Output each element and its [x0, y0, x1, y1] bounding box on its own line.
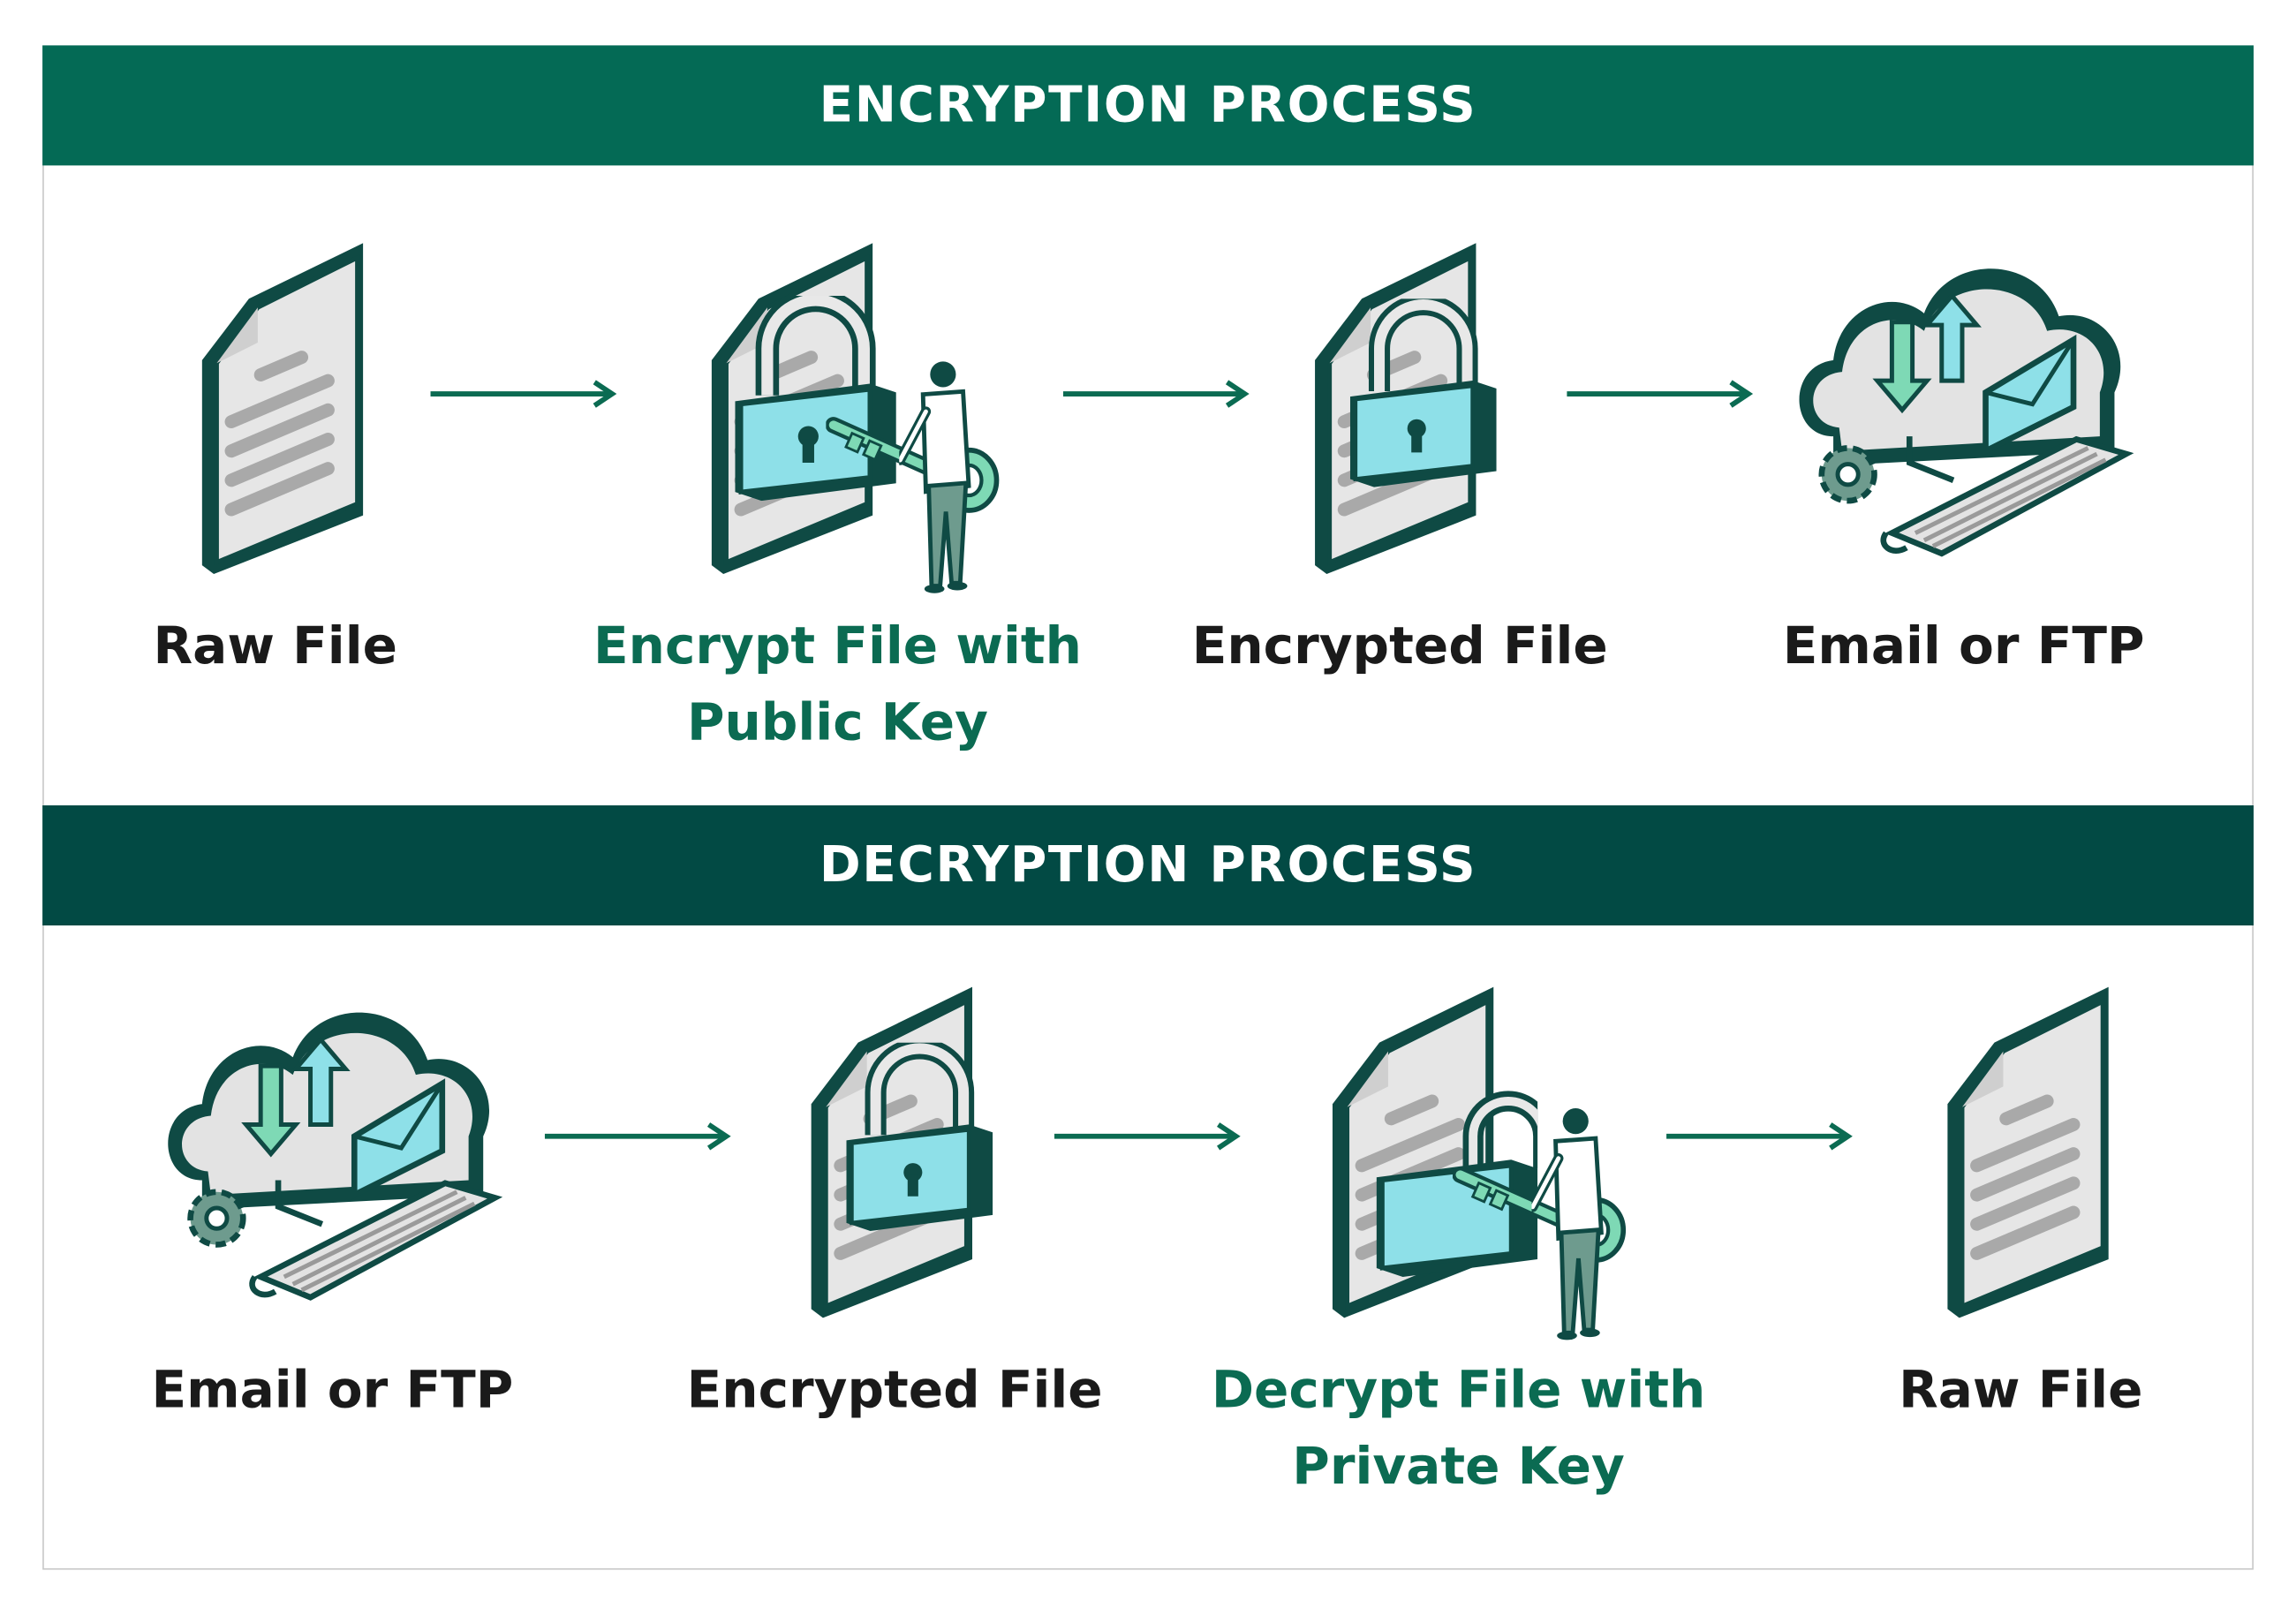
- arrow-right-icon: [1063, 379, 1254, 408]
- step-label-highlight: Encrypt File with Public Key: [545, 609, 1130, 761]
- decryption-title: DECRYPTION PROCESS: [819, 835, 1477, 895]
- step-label-line: Encrypt File with: [593, 617, 1082, 677]
- decryption-banner: DECRYPTION PROCESS: [42, 805, 2254, 925]
- arrow-right-icon: [1666, 1121, 1857, 1151]
- person-unlocking-file-icon: [1318, 984, 1640, 1335]
- step-label: Encrypted File: [1191, 617, 1608, 677]
- locked-document-icon: [797, 984, 1016, 1320]
- document-icon: [187, 240, 363, 577]
- person-unlocking-file-icon: [697, 240, 1019, 592]
- document-icon: [1933, 984, 2109, 1320]
- cloud-transfer-icon: [158, 990, 510, 1326]
- step-label: Raw File: [153, 617, 397, 677]
- step-label: Email or FTP: [151, 1362, 514, 1421]
- arrow-right-icon: [545, 1121, 736, 1151]
- step-label-line: Public Key: [687, 693, 988, 753]
- arrow-right-icon: [1054, 1121, 1245, 1151]
- arrow-right-icon: [431, 379, 622, 408]
- cloud-transfer-icon: [1789, 246, 2141, 583]
- arrow-right-icon: [1567, 379, 1757, 408]
- step-label: Encrypted File: [686, 1362, 1103, 1421]
- step-label-line: Decrypt File with: [1211, 1362, 1706, 1421]
- locked-document-icon: [1300, 240, 1520, 577]
- encryption-title: ENCRYPTION PROCESS: [819, 76, 1477, 135]
- step-label-line: Private Key: [1292, 1438, 1625, 1497]
- step-label: Raw File: [1899, 1362, 2143, 1421]
- step-label: Email or FTP: [1782, 617, 2145, 677]
- encryption-banner: ENCRYPTION PROCESS: [42, 45, 2254, 166]
- step-label-highlight: Decrypt File with Private Key: [1166, 1353, 1751, 1505]
